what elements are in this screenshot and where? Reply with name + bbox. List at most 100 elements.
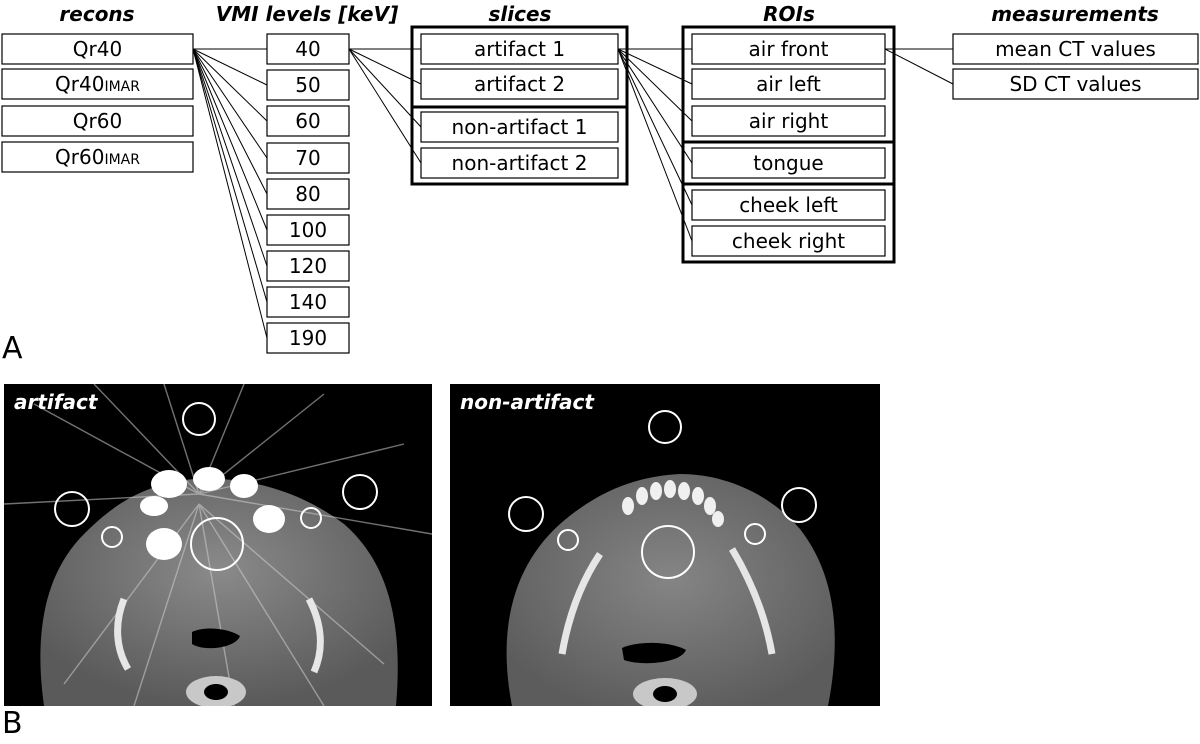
recon-box-3-label-subscript: IMAR — [104, 152, 140, 168]
roi-box-1-frame — [691, 68, 886, 100]
recon-box-0-frame — [1, 33, 194, 65]
slice-box-3-frame — [420, 147, 619, 179]
vmi-level-box-3: 70 — [266, 142, 350, 174]
roi-box-4-frame — [691, 189, 886, 221]
measurement-box-1-frame — [952, 68, 1199, 100]
roi-air-left — [508, 496, 544, 532]
connector-slice-roi-3 — [617, 48, 693, 164]
vmi-level-box-4-frame — [266, 178, 350, 210]
slice-box-3: non-artifact 2 — [420, 147, 619, 179]
roi-box-3: tongue — [691, 147, 886, 179]
roi-box-4-label: cheek left — [739, 193, 838, 217]
vmi-level-box-8-label: 190 — [289, 326, 327, 350]
vmi-level-box-0-label: 40 — [295, 37, 320, 61]
vmi-level-box-4-label: 80 — [295, 182, 320, 206]
roi-box-2-frame — [691, 105, 886, 137]
vmi-level-box-0: 40 — [266, 33, 350, 65]
ct-roi-circles — [508, 410, 817, 579]
vmi-level-box-1: 50 — [266, 69, 350, 101]
roi-box-2: air right — [691, 105, 886, 137]
header-slices: slices — [489, 2, 552, 26]
recon-box-1-frame — [1, 68, 194, 100]
ct-airway — [192, 628, 240, 649]
ct-image-artifact: artifact — [4, 384, 432, 706]
vmi-level-box-6-frame — [266, 250, 350, 282]
ct-teeth — [622, 480, 724, 527]
roi-cheek-right — [300, 507, 322, 529]
roi-box-5: cheek right — [691, 225, 886, 257]
vmi-level-box-3-frame — [266, 142, 350, 174]
rois-group-cheek — [681, 182, 896, 264]
recon-box-1-label-main: Qr40 — [55, 72, 104, 96]
recon-box-2-label-main: Qr60 — [73, 109, 122, 133]
recon-box-0: Qr40 — [1, 33, 194, 65]
roi-box-5-label: cheek right — [732, 229, 845, 253]
ct-head-section — [40, 478, 398, 706]
recon-box-0-label-main: Qr40 — [73, 37, 122, 61]
column-headers: recons VMI levels [keV] slices ROIs meas… — [59, 2, 1158, 26]
vmi-level-box-2-label: 60 — [295, 109, 320, 133]
connector-recon-vmi-3 — [192, 48, 268, 159]
connector-slice-roi-2 — [617, 48, 693, 122]
connector-vmi-slice-2 — [348, 48, 422, 128]
connector-vmi-slice-1 — [348, 48, 422, 85]
header-rois: ROIs — [763, 2, 815, 26]
roi-air-front — [182, 402, 216, 436]
vmi-level-box-5-label: 100 — [289, 218, 327, 242]
vmi-level-box-7: 140 — [266, 286, 350, 318]
ct-label-artifact: artifact — [14, 390, 98, 414]
ct-artifact-drawing — [4, 384, 432, 706]
roi-box-0-frame — [691, 33, 886, 65]
ct-nonartifact-drawing — [506, 410, 835, 706]
roi-cheek-right — [744, 523, 766, 545]
vmi-level-box-0-frame — [266, 33, 350, 65]
slice-box-2-frame — [420, 111, 619, 143]
recon-box-3-label: Qr60IMAR — [55, 145, 140, 169]
measurement-box-1: SD CT values — [952, 68, 1199, 100]
measurement-box-1-label: SD CT values — [1009, 72, 1141, 96]
recon-box-3-label-main: Qr60 — [55, 145, 104, 169]
ct-spine — [186, 676, 246, 706]
slice-box-1-label: artifact 2 — [474, 72, 565, 96]
connector-lines — [192, 48, 954, 339]
connector-recon-vmi-1 — [192, 48, 268, 86]
roi-box-3-frame — [691, 147, 886, 179]
connector-recon-vmi-4 — [192, 48, 268, 195]
vmi-level-box-5: 100 — [266, 214, 350, 246]
header-recons: recons — [59, 2, 134, 26]
connector-slice-roi-5 — [617, 48, 693, 242]
roi-tongue — [190, 517, 244, 571]
group-frames — [410, 25, 896, 264]
vmi-level-box-2: 60 — [266, 105, 350, 137]
slice-box-3-label: non-artifact 2 — [452, 151, 588, 175]
slice-box-0-label: artifact 1 — [474, 37, 565, 61]
recon-box-2-label: Qr60 — [73, 109, 122, 133]
roi-air-front — [648, 410, 682, 444]
vmi-level-box-1-frame — [266, 69, 350, 101]
connector-recon-vmi-5 — [192, 48, 268, 231]
roi-air-right — [342, 474, 378, 510]
recon-box-1: Qr40IMAR — [1, 68, 194, 100]
roi-box-4: cheek left — [691, 189, 886, 221]
panel-letter-b: B — [2, 706, 23, 741]
vmi-level-box-3-label: 70 — [295, 146, 320, 170]
connector-recon-vmi-6 — [192, 48, 268, 267]
recon-box-3: Qr60IMAR — [1, 141, 194, 173]
roi-cheek-left — [101, 526, 123, 548]
recon-box-3-frame — [1, 141, 194, 173]
vmi-level-box-5-frame — [266, 214, 350, 246]
measurement-box-0-frame — [952, 33, 1199, 65]
connector-recon-vmi-2 — [192, 48, 268, 122]
measurement-box-0-label: mean CT values — [995, 37, 1156, 61]
ct-roi-circles — [54, 402, 378, 571]
roi-tongue — [641, 525, 695, 579]
roi-air-right — [781, 487, 817, 523]
connector-slice-roi-1 — [617, 48, 693, 85]
header-measurements: measurements — [991, 2, 1159, 26]
roi-box-3-label: tongue — [753, 151, 823, 175]
roi-cheek-left — [557, 529, 579, 551]
roi-box-5-frame — [691, 225, 886, 257]
ct-image-nonartifact: non-artifact — [450, 384, 880, 706]
node-boxes: Qr40Qr40IMARQr60Qr60IMAR4050607080100120… — [1, 33, 1199, 354]
vmi-level-box-8-frame — [266, 322, 350, 354]
